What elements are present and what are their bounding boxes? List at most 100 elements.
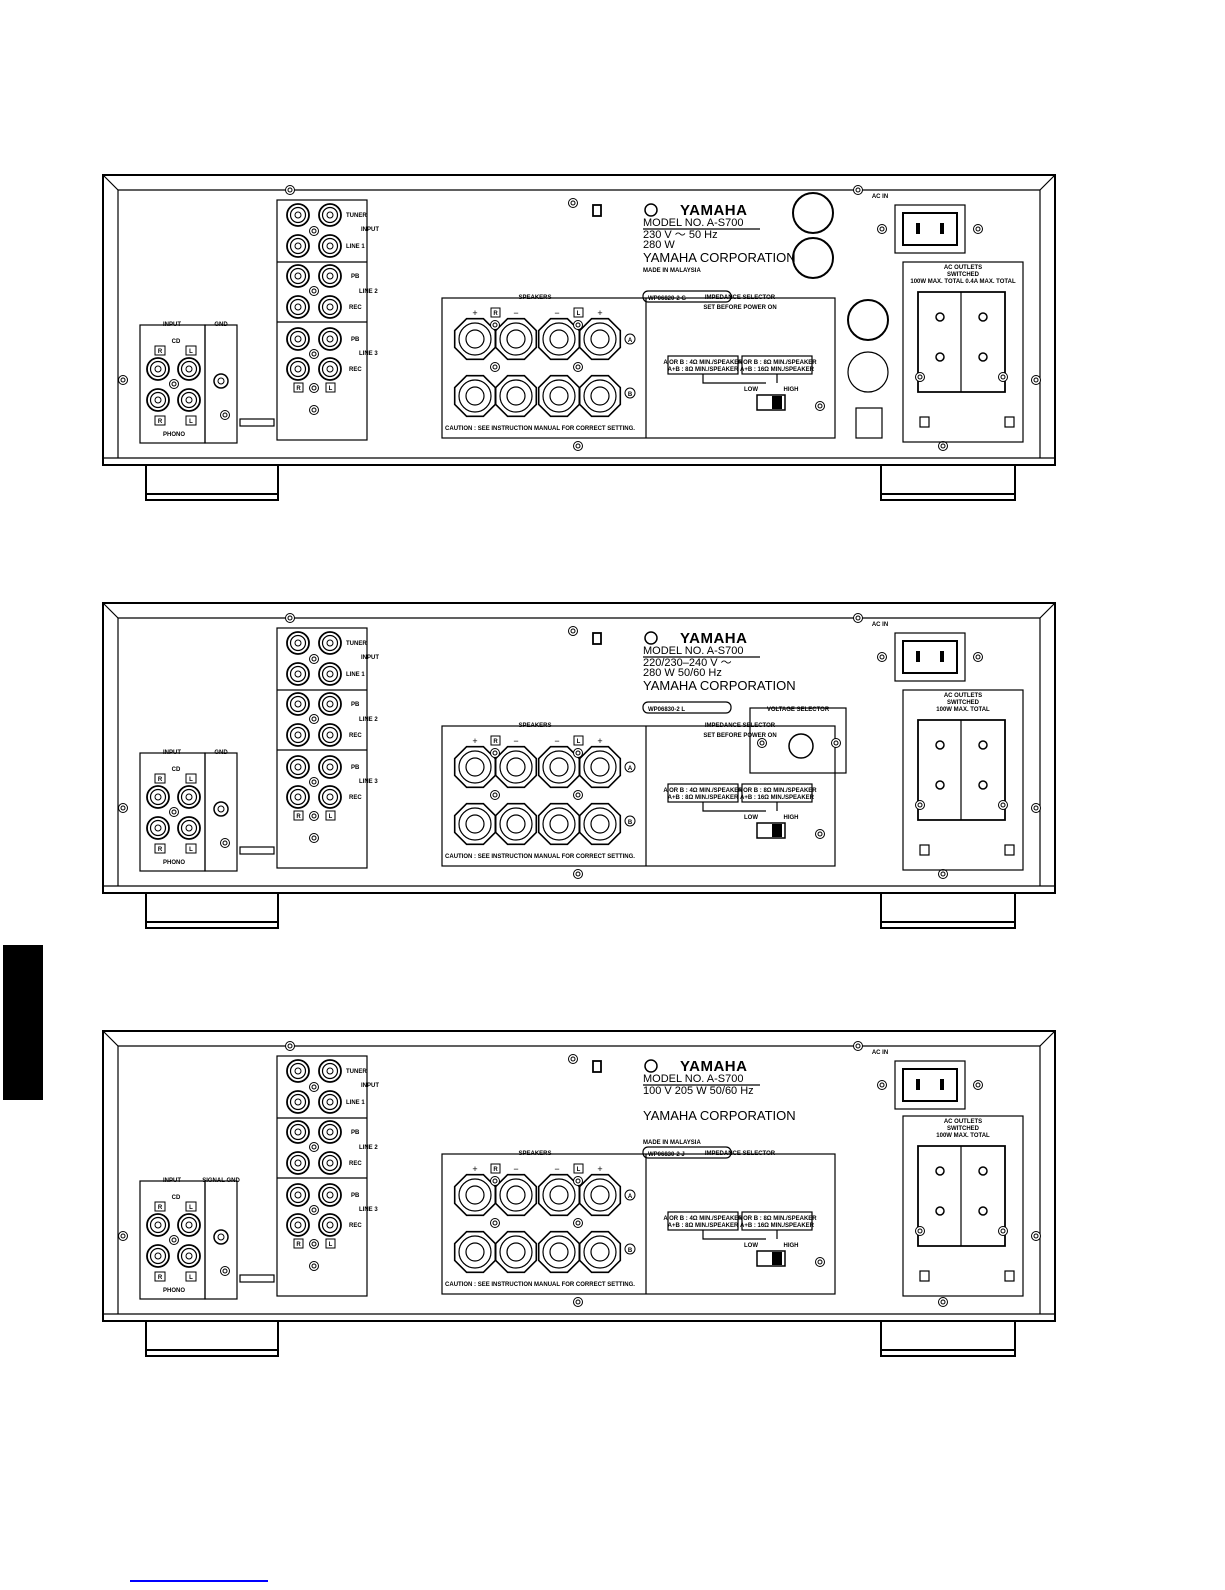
rca-jack-icon [286,1213,310,1237]
id-slot [239,1274,275,1283]
speaker-l-label: L [577,1167,581,1173]
screw-icon [573,790,583,800]
screw-icon [169,379,179,389]
input-label: INPUT [163,1178,181,1184]
rating-line-2: 280 W [643,239,675,251]
speaker-terminal-icon [578,1173,622,1217]
rca-jack-icon [318,1090,342,1114]
phono-l-label: L [189,419,193,425]
cd-r-label-box [154,345,166,356]
gnd-block [204,324,238,444]
line2-pb-label: PB [351,702,360,708]
speaker-terminal-icon [578,317,622,361]
cd-l-label-box [185,1201,197,1212]
polarity-label: + [472,736,477,746]
ac-outlets-rating: 100W MAX. TOTAL 0.4A MAX. TOTAL [910,279,1016,285]
imp-high-2: A+B : 16Ω MIN./SPEAKER [740,795,815,801]
screw-icon [573,869,583,879]
speaker-terminal-icon [494,317,538,361]
rca-jack-icon [286,357,310,381]
ac-outlets-sub-label: SWITCHED [947,700,980,706]
phono-r-label-box [154,415,166,426]
footer-link-underline[interactable] [130,1580,268,1582]
ac-outlets-sub-label: SWITCHED [947,272,980,278]
ac-pin-icon [916,651,920,662]
rca-jack-icon [286,234,310,258]
phono-r-label-box [154,843,166,854]
rca-jack-icon [318,631,342,655]
rca-jack-icon [286,692,310,716]
line-r-label-box [293,810,304,821]
rca-jack-icon [177,357,201,381]
imp-high-2: A+B : 16Ω MIN./SPEAKER [740,1223,815,1229]
screw-icon [490,1218,500,1228]
speaker-terminal-icon [453,1230,497,1274]
line3-label: LINE 3 [359,351,378,357]
cd-r-label-box [154,1201,166,1212]
line3-pb-label: PB [351,1193,360,1199]
speaker-terminal-icon [494,374,538,418]
line-l-label: L [329,1242,333,1248]
line-dividers [277,261,367,323]
gnd-label: GND [214,750,228,756]
screw-icon [568,198,578,208]
rca-jack-icon [286,1059,310,1083]
screw-icon [285,1041,295,1051]
rca-jack-icon [286,264,310,288]
ac-outlet-hole-icon [935,1166,945,1176]
tuning-fork-logo-icon [644,1059,658,1073]
input-label: INPUT [163,750,181,756]
speaker-r-label: R [493,1167,498,1173]
chassis-inner-edge [117,1045,1041,1314]
line-dividers [277,689,367,751]
rca-jack-icon [318,1213,342,1237]
impedance-switch-knob [772,1252,782,1265]
screw-icon [573,1218,583,1228]
gnd-terminal-core-icon [217,377,225,385]
model-number: MODEL NO. A-S700 [643,217,743,229]
speaker-b-label: B [628,392,633,398]
screw-icon [938,869,948,879]
screw-icon [309,654,319,664]
line-r-label: R [296,814,301,820]
chassis-corner [102,1030,1056,1047]
ac-outlet-hole-icon [935,1206,945,1216]
line-l-label-box [325,382,336,393]
impedance-leaders [702,1230,778,1240]
rca-jack-icon [286,631,310,655]
cd-label: CD [172,1195,181,1201]
hook-clip-icon [592,632,602,645]
line-dividers [277,1117,367,1179]
speaker-b-badge-icon [624,1243,636,1255]
line2-label: LINE 2 [359,289,378,295]
rca-jack-icon [318,327,342,351]
tuner-label: TUNER [346,213,367,219]
rca-jack-icon [177,785,201,809]
screw-icon [309,833,319,843]
screw-icon [490,790,500,800]
tuning-fork-logo-icon [644,203,658,217]
imp-low-2: A+B : 8Ω MIN./SPEAKER [668,1223,739,1229]
cd-l-label-box [185,345,197,356]
screw-icon [973,652,983,662]
rca-jack-icon [146,388,170,412]
screw-icon [309,286,319,296]
screw-icon [853,185,863,195]
screw-icon [220,838,230,848]
ac-pin-icon [940,651,944,662]
speaker-l-label-box [573,1163,584,1174]
line3-label: LINE 3 [359,1207,378,1213]
speaker-terminal-icon [578,745,622,789]
chassis-inner-edge [117,189,1041,458]
screw-icon [573,441,583,451]
ac-inlet-frame [894,632,966,682]
rating-line-1: 220/230–240 V ～ [643,657,732,669]
polarity-label: − [513,1164,518,1174]
speaker-terminal-icon [494,1173,538,1217]
speaker-panel [441,297,836,439]
gnd-label: GND [214,322,228,328]
ac-outlet-hole-icon [978,780,988,790]
speaker-b-badge-icon [624,387,636,399]
